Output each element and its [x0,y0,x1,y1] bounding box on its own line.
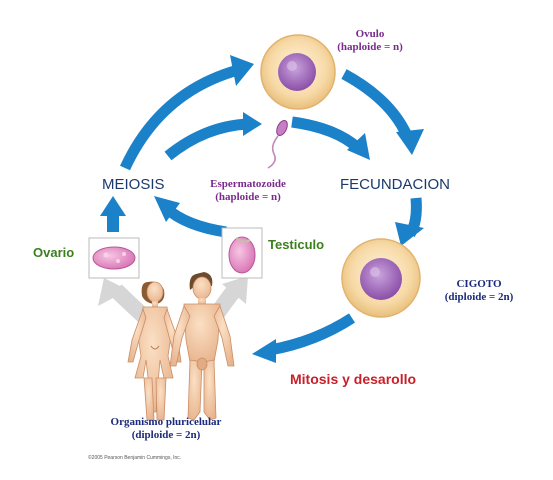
espermatozoide-ploidy: (haploide = n) [215,190,281,203]
arrow-ovulo-to-fecundacion [341,69,424,155]
woman-figure [127,281,182,421]
testiculo-label: Testiculo [268,237,325,252]
ovario-icon [88,237,140,279]
arrow-meiosis-to-espermatozoide [164,112,262,161]
espermatozoide-name: Espermatozoide [210,178,286,190]
arrow-meiosis-to-ovulo [120,55,254,171]
espermatozoide-icon [267,120,288,169]
organismo-label: Organismo pluricelular (diploide = 2n) [86,416,246,441]
arrow-espermatozoide-to-fecundacion [291,116,370,160]
cigoto-ploidy: (diploide = 2n) [444,290,514,303]
meiosis-label: MEIOSIS [102,176,165,193]
ovulo-label: Ovulo (haploide = n) [330,28,410,53]
arrow-fecundacion-to-cigoto [395,197,424,246]
cigoto-cell [341,238,421,318]
fecundacion-label: FECUNDACION [340,176,451,193]
organismo-name: Organismo pluricelular [110,416,222,428]
espermatozoide-label: Espermatozoide (haploide = n) [192,178,304,203]
gray-arrow-woman-to-ovario [98,278,154,326]
arrow-testiculo-to-meiosis [154,196,227,238]
cigoto-label: CIGOTO (diploide = 2n) [424,278,534,303]
ovulo-cell [260,34,336,110]
copyright-note: ©2005 Pearson Benjamin Cummings, Inc. [88,455,182,461]
arrow-cigoto-to-organismo [252,313,355,363]
ovario-label: Ovario [33,245,75,260]
arrow-ovario-to-meiosis [100,196,126,232]
man-figure [169,272,235,421]
mitosis-label: Mitosis y desarollo [290,371,417,387]
ovulo-name: Ovulo [355,28,385,40]
organismo-ploidy: (diploide = 2n) [131,428,201,441]
testiculo-icon [221,227,263,279]
cigoto-name: CIGOTO [456,278,502,290]
ovulo-ploidy: (haploide = n) [337,40,403,53]
